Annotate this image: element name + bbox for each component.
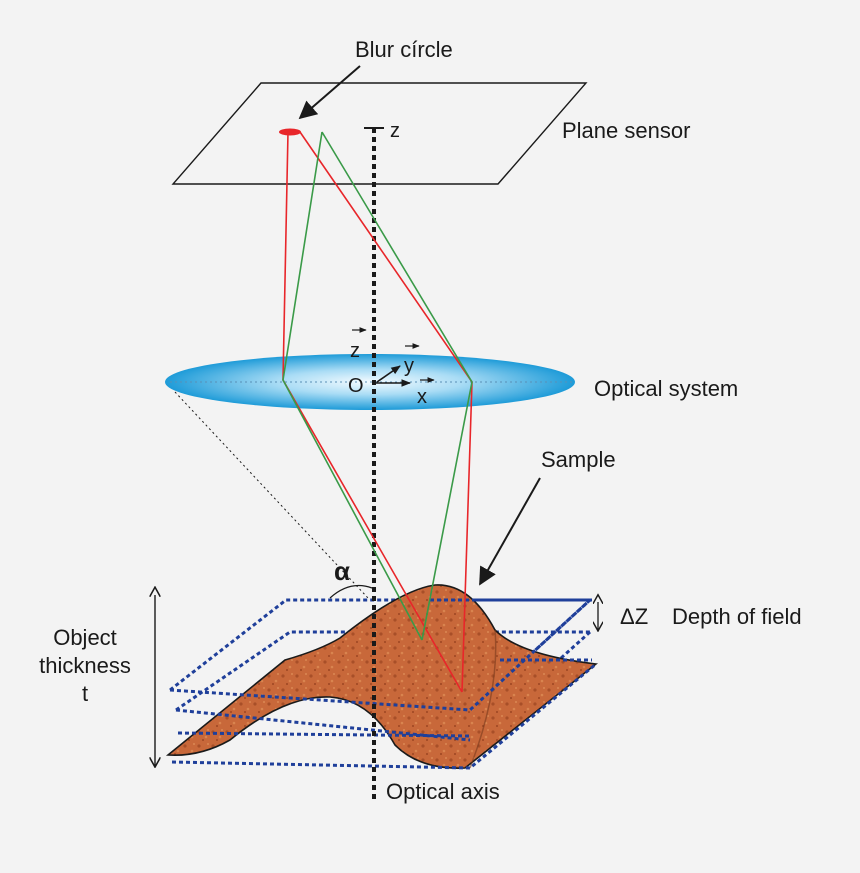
cone-edge-line: [174, 391, 369, 599]
plane-sensor-label: Plane sensor: [562, 118, 690, 143]
green-rays: [282, 131, 473, 641]
object-thickness-line1: Object: [53, 625, 117, 650]
alpha-label: α: [334, 556, 350, 586]
sample-surface: [165, 584, 599, 769]
depth-planes-front: [169, 598, 597, 770]
optical-axis-label: Optical axis: [386, 779, 500, 804]
vector-overbars: [352, 327, 435, 383]
blur-circle-label: Blur círcle: [355, 37, 453, 62]
object-thickness-line2: thickness: [39, 653, 131, 678]
axis-y-vector-label: y: [404, 355, 414, 377]
sample-pointer: [479, 477, 541, 586]
object-thickness-line3: t: [82, 681, 88, 706]
delta-z-label: ΔZ: [620, 604, 648, 629]
axis-x-vector-label: x: [417, 386, 427, 408]
blur-circle-pointer: [298, 65, 361, 120]
optical-system-label: Optical system: [594, 376, 738, 401]
alpha-angle-arc: [329, 585, 373, 599]
axis-z-top-label: z: [390, 120, 400, 142]
sample-label: Sample: [541, 447, 616, 472]
blur-circle-mark: [279, 128, 301, 136]
depth-of-field-label: Depth of field: [672, 604, 802, 629]
axis-z-vector-label: z: [350, 340, 360, 362]
origin-vectors: [375, 365, 411, 387]
sample-fold-shade: [469, 629, 497, 769]
sensor-plane: [171, 82, 588, 185]
origin-label: O: [348, 375, 364, 397]
